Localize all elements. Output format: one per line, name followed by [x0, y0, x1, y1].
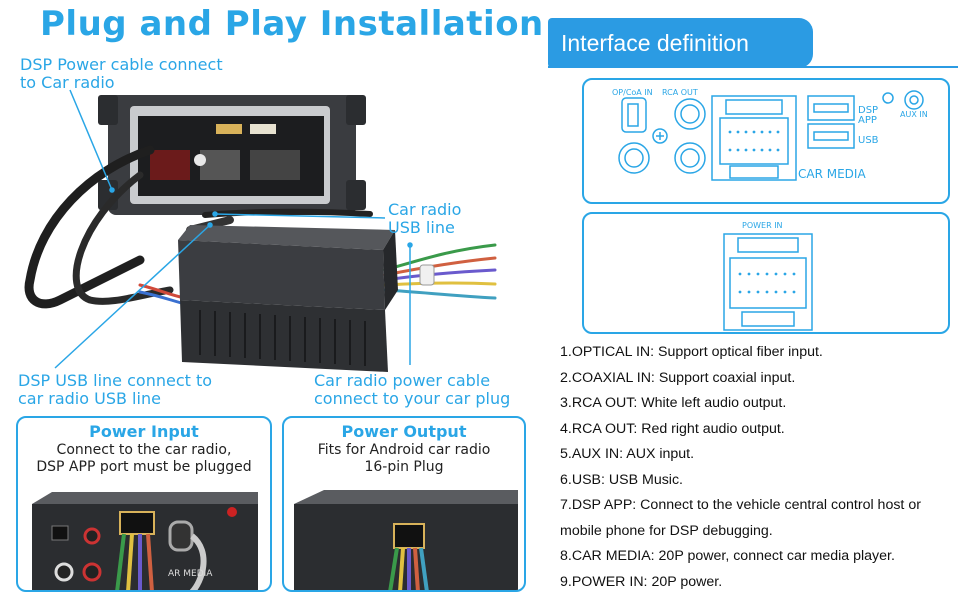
page-title: Plug and Play Installation: [40, 4, 544, 44]
power-output-photo: [294, 490, 518, 590]
rca-out-label: RCA OUT: [662, 88, 698, 97]
interface-panel-top: OP/CoA IN RCA OUT: [582, 78, 950, 204]
car-radio-unit: [98, 95, 366, 215]
definition-item: 1.OPTICAL IN: Support optical fiber inpu…: [560, 344, 823, 360]
media-label: AR MEDIA: [168, 569, 213, 579]
aux-in-jack: [882, 90, 924, 110]
dsp-app-label: DSP APP: [858, 105, 879, 126]
op-coa-in-label: OP/CoA IN: [612, 88, 653, 97]
definition-item: 6.USB: USB Music.: [560, 471, 683, 488]
interface-definition-heading: Interface definition: [548, 18, 813, 68]
definition-item: 2.COAXIAL IN: Support coaxial input.: [560, 369, 796, 386]
definition-item: 4.RCA OUT: Red right audio output.: [560, 420, 785, 437]
definition-item: 5.AUX IN: AUX input.: [560, 446, 695, 462]
power-in-label: POWER IN: [742, 221, 783, 230]
power-input-title: Power Input: [89, 422, 199, 441]
power-input-text: Connect to the car radio, DSP APP port m…: [36, 442, 252, 475]
callout-leaders: [54, 89, 413, 369]
car-media-label: CAR MEDIA: [798, 167, 866, 181]
power-output-card: Power Output Fits for Android car radio …: [282, 416, 526, 592]
power-in-connector: [723, 233, 813, 331]
aux-in-label: AUX IN: [900, 110, 928, 119]
definition-item: 9.POWER IN: 20P power.: [560, 573, 723, 590]
heading-underline: [548, 66, 958, 68]
usb-ports-drawing: [807, 95, 855, 149]
definition-item: 3.RCA OUT: White left audio output.: [560, 395, 787, 411]
car-media-connector: [711, 95, 797, 181]
installation-illustration: [24, 89, 497, 372]
callout-power-cable: Car radio power cable connect to your ca…: [314, 371, 511, 408]
power-input-card: Power Input Connect to the car radio, DS…: [16, 416, 272, 592]
power-output-title: Power Output: [341, 422, 467, 441]
power-output-text: Fits for Android car radio 16-pin Plug: [317, 442, 491, 475]
definition-list: 1.OPTICAL IN: Support optical fiber inpu…: [560, 340, 960, 595]
audio-ports-drawing: [618, 97, 706, 174]
power-input-photo: [32, 492, 258, 590]
dsp-amplifier: [178, 225, 435, 372]
callout-dsp-power: DSP Power cable connect to Car radio: [20, 55, 223, 92]
interface-panel-bottom: POWER IN: [582, 212, 950, 334]
callout-usb-line: Car radio USB line: [388, 200, 462, 237]
definition-item: 8.CAR MEDIA: 20P power, connect car medi…: [560, 548, 895, 564]
definition-item: 7.DSP APP: Connect to the vehicle centra…: [560, 497, 921, 539]
callout-dsp-usb: DSP USB line connect to car radio USB li…: [18, 371, 213, 408]
usb-label: USB: [858, 135, 879, 146]
